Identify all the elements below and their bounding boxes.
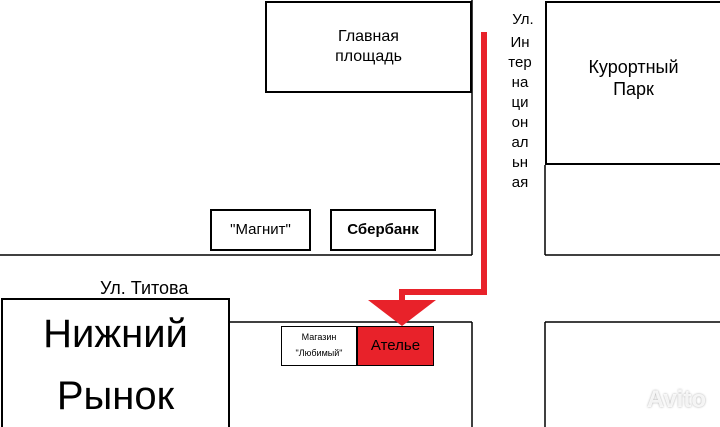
building-magnit: "Магнит": [210, 209, 311, 251]
shop-lyubimy-label-line1: Магазин: [301, 332, 337, 343]
main-square-label: Главная площадь: [335, 28, 402, 65]
sberbank-label: Сбербанк: [347, 220, 419, 238]
atelier-label: Ателье: [370, 336, 421, 354]
street-label-internatsionalnaya: Интернациональная: [508, 34, 532, 191]
avito-watermark-text: Avito: [646, 386, 706, 413]
route-arrow: [368, 32, 487, 326]
lower-market-label-line1: Нижний: [43, 312, 188, 356]
building-shop-lyubimy: Магазин "Любимый": [281, 326, 357, 366]
building-resort-park: Курортный Парк: [545, 1, 720, 165]
building-sberbank: Сбербанк: [330, 209, 436, 251]
building-atelier: Ателье: [357, 326, 434, 366]
building-lower-market: Нижний Рынок: [1, 298, 230, 427]
street-label-internatsionalnaya-prefix: Ул.: [512, 10, 534, 28]
avito-watermark: Avito: [607, 383, 706, 417]
resort-park-label: Курортный Парк: [588, 56, 679, 100]
magnit-label: "Магнит": [230, 220, 291, 238]
building-main-square: Главная площадь: [265, 1, 472, 93]
street-label-titova: Ул. Титова: [100, 277, 189, 298]
shop-lyubimy-label-line2: "Любимый": [295, 348, 343, 359]
avito-logo-icon: [610, 387, 639, 415]
lower-market-label-line2: Рынок: [56, 374, 175, 418]
